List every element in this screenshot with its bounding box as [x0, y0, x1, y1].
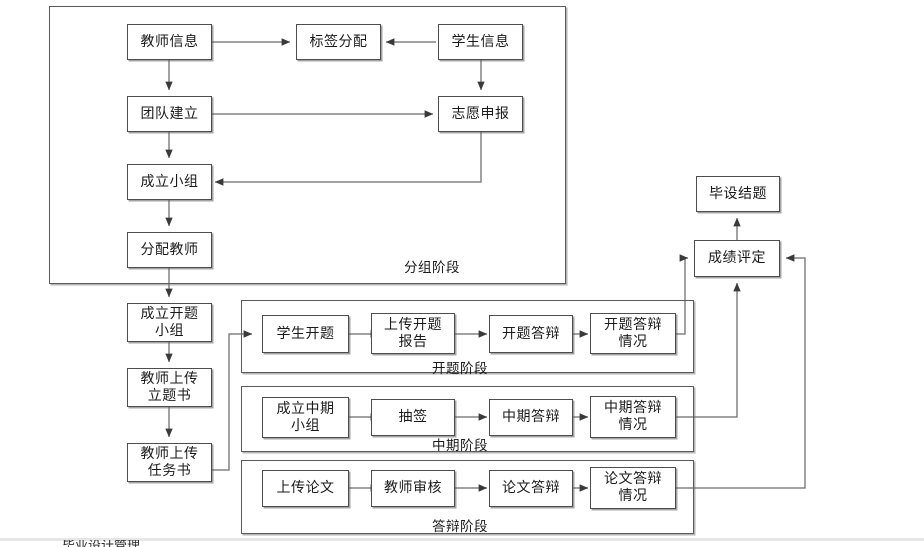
node-midterm-defense-result[interactable]: 中期答辩 情况	[590, 396, 676, 438]
node-teacher-review[interactable]: 教师审核	[371, 470, 455, 507]
node-opening-defense[interactable]: 开题答辩	[489, 315, 573, 353]
node-teacher-upload-proposal[interactable]: 教师上传 立题书	[127, 368, 212, 407]
node-form-midterm-group[interactable]: 成立中期 小组	[262, 397, 349, 438]
node-upload-thesis[interactable]: 上传论文	[262, 470, 349, 507]
group-opening-phase	[241, 300, 694, 373]
footer-cutoff-caption: 毕业设计管理	[62, 540, 140, 547]
node-teacher-info[interactable]: 教师信息	[127, 24, 212, 60]
node-draw-lots[interactable]: 抽签	[371, 399, 455, 436]
node-final-completion[interactable]: 毕设结题	[696, 176, 780, 212]
node-thesis-defense[interactable]: 论文答辩	[489, 470, 573, 507]
group-defense-phase	[241, 460, 694, 534]
group-midterm-phase	[241, 386, 694, 452]
group-label-defense-phase: 答辩阶段	[432, 519, 488, 535]
node-teacher-upload-task[interactable]: 教师上传 任务书	[127, 443, 212, 482]
node-form-group[interactable]: 成立小组	[127, 164, 212, 200]
group-label-opening-phase: 开题阶段	[432, 361, 488, 377]
node-volunteer-apply[interactable]: 志愿申报	[438, 96, 523, 132]
group-label-midterm-phase: 中期阶段	[432, 438, 488, 454]
node-midterm-defense[interactable]: 中期答辩	[489, 399, 573, 436]
node-team-build[interactable]: 团队建立	[127, 96, 212, 132]
node-thesis-defense-result[interactable]: 论文答辩 情况	[590, 467, 676, 509]
node-assign-teacher[interactable]: 分配教师	[127, 232, 212, 268]
group-grouping-phase	[49, 6, 566, 284]
node-label-assign[interactable]: 标签分配	[296, 24, 381, 60]
edge-thesis-result-to-grade	[676, 254, 806, 489]
node-opening-defense-result[interactable]: 开题答辩 情况	[590, 313, 676, 354]
node-grade-evaluation[interactable]: 成绩评定	[694, 240, 780, 277]
node-student-info[interactable]: 学生信息	[438, 24, 523, 60]
node-student-opening[interactable]: 学生开题	[262, 315, 349, 353]
node-form-opening-group[interactable]: 成立开题 小组	[127, 303, 212, 342]
group-label-grouping-phase: 分组阶段	[404, 260, 460, 276]
node-upload-opening-report[interactable]: 上传开题 报告	[371, 313, 455, 354]
bottom-divider	[0, 538, 924, 541]
